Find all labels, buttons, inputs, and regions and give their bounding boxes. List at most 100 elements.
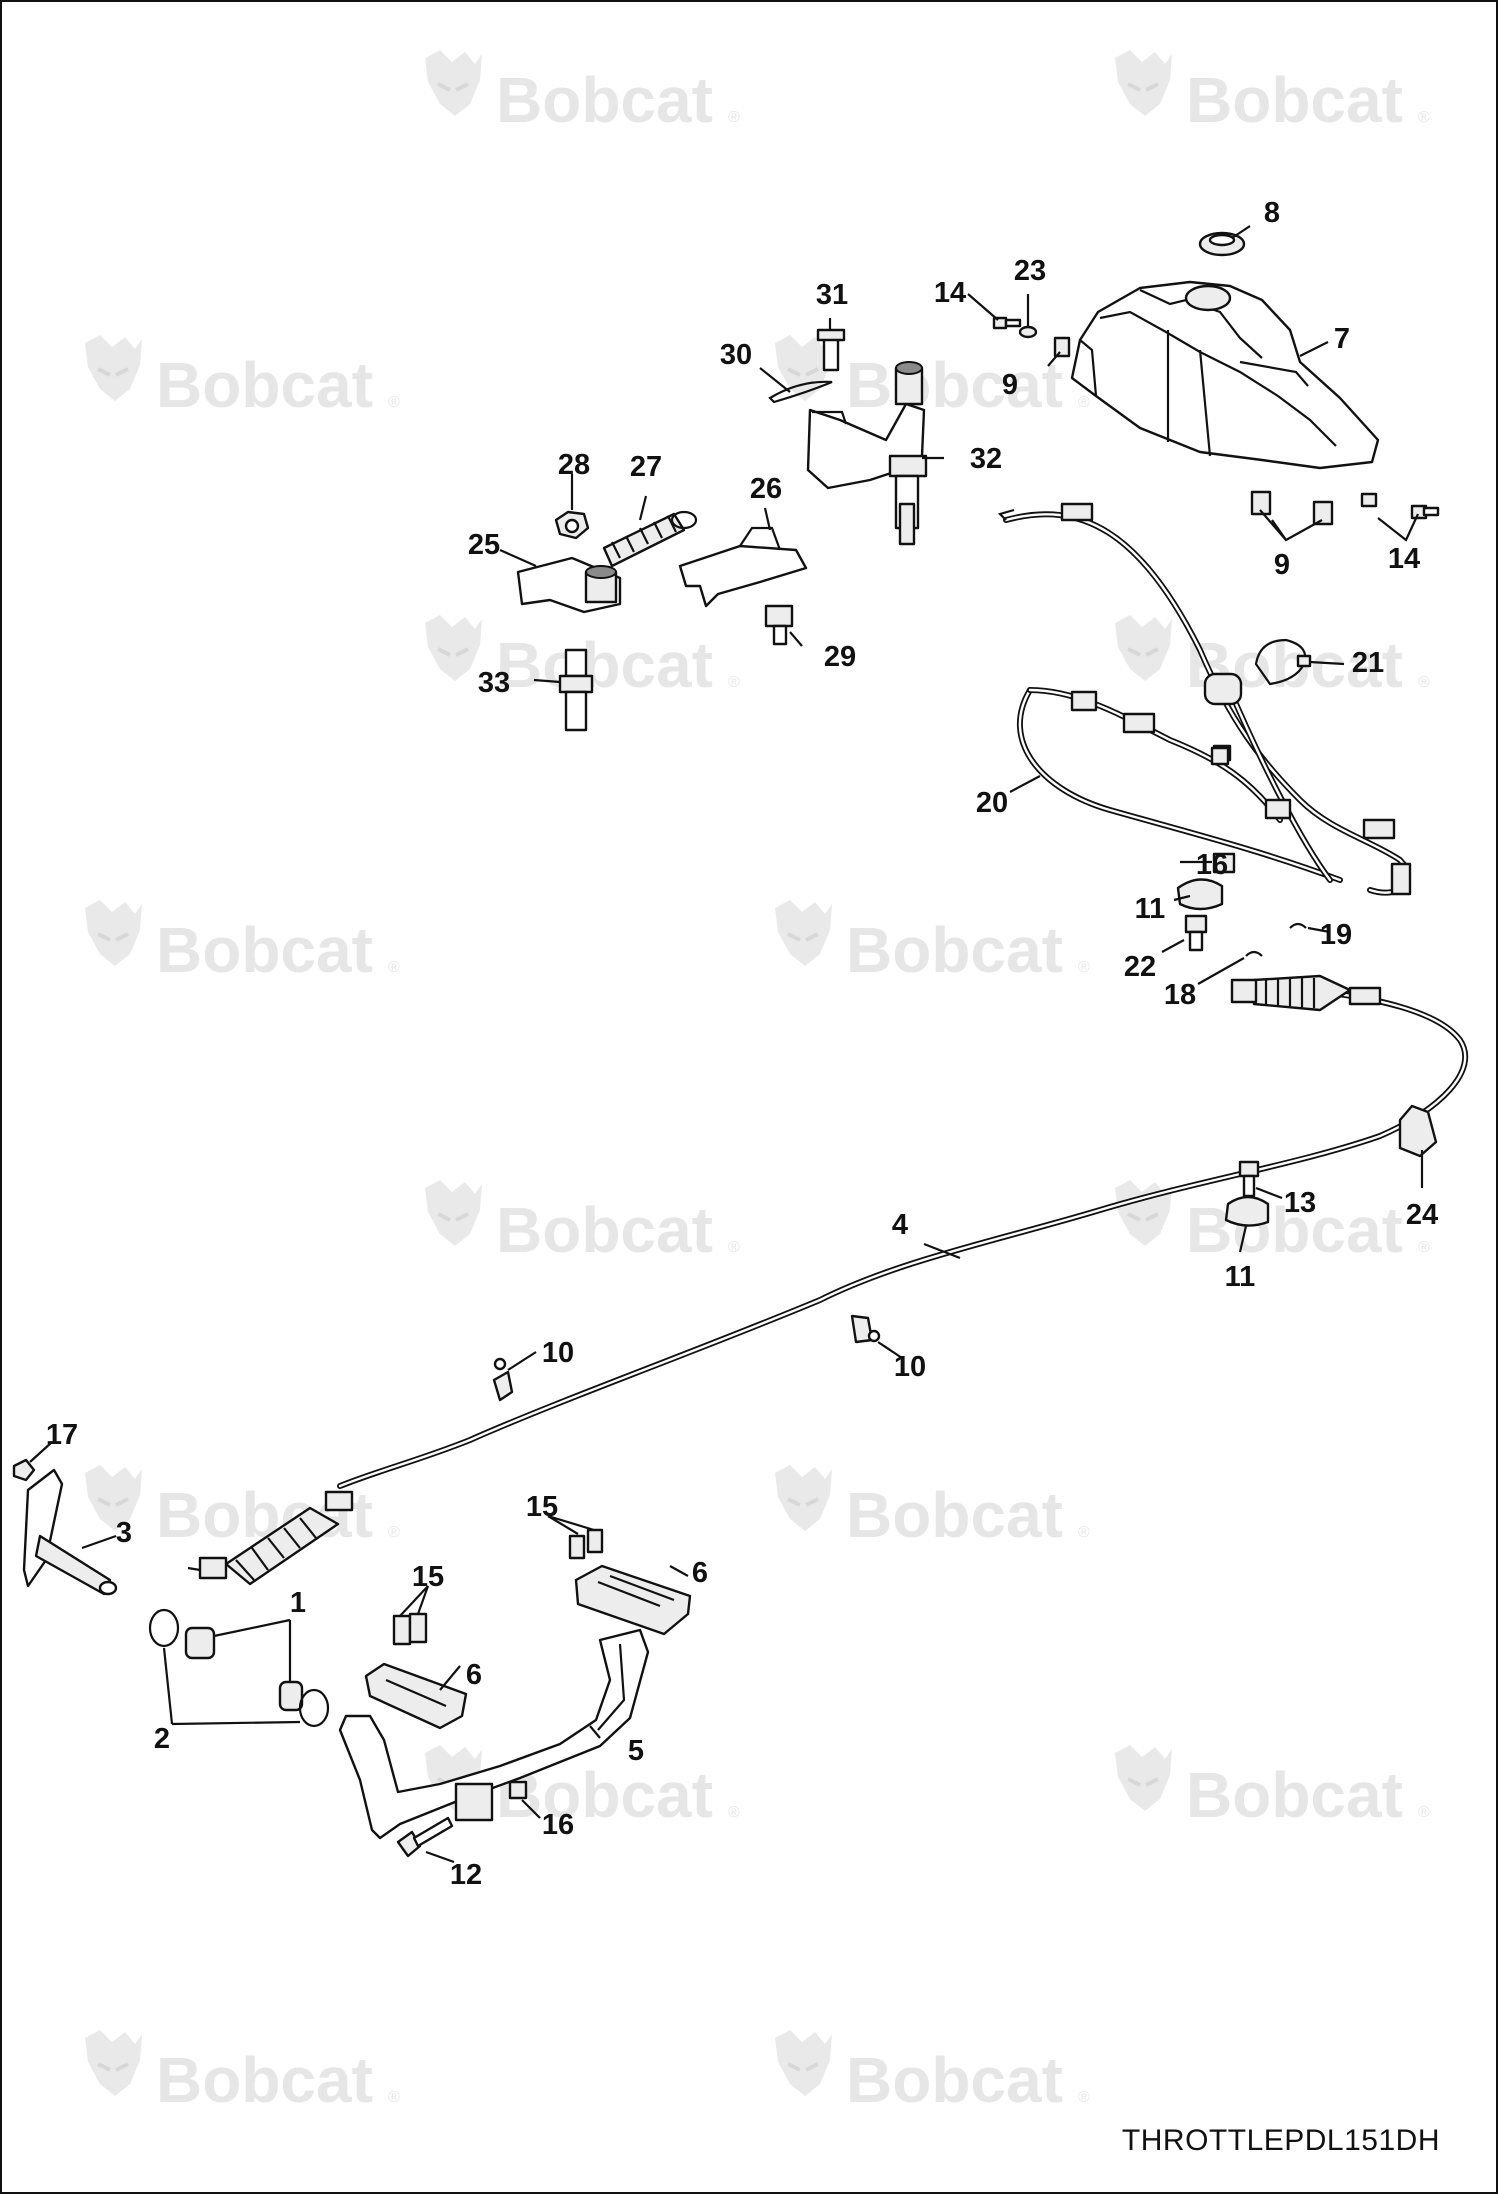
callout-number: 31 — [816, 279, 848, 311]
callout-number: 6 — [692, 1557, 708, 1589]
watermark-registered-mark: ® — [388, 1524, 400, 1541]
watermark-registered-mark: ® — [1418, 1239, 1430, 1256]
o-ring-part-18 — [1245, 950, 1263, 957]
drawing-reference-code: THROTTLEPDL151DH — [1121, 2124, 1440, 2157]
watermark-registered-mark: ® — [728, 674, 740, 691]
callout-number: 14 — [1388, 543, 1420, 575]
spring-part-27 — [602, 510, 698, 568]
callout-number: 18 — [1164, 979, 1196, 1011]
callout-number: 9 — [1274, 549, 1290, 581]
watermark-brand: Bobcat — [156, 914, 373, 986]
callout-number: 12 — [450, 1859, 482, 1891]
bushing-part-1-left — [184, 1626, 216, 1660]
nut-part-28 — [554, 510, 590, 540]
callout-number: 27 — [630, 451, 662, 483]
watermark-tile: Bobcat® — [83, 898, 400, 986]
watermark-registered-mark: ® — [388, 394, 400, 411]
nut-part-17 — [12, 1458, 36, 1482]
callout-number: 22 — [1124, 951, 1156, 983]
callout-number: 16 — [542, 1809, 574, 1841]
callout-number: 8 — [1264, 197, 1280, 229]
bolt-part-14-upper — [992, 316, 1022, 330]
washer-part-23 — [1018, 325, 1038, 339]
watermark-registered-mark: ® — [1418, 1804, 1430, 1821]
cover-part-7 — [1070, 280, 1380, 470]
callout-number: 15 — [526, 1491, 558, 1523]
callout-number: 28 — [558, 449, 590, 481]
watermark-brand: Bobcat — [1186, 64, 1403, 136]
stud-part-33 — [558, 648, 594, 732]
watermark-brand: Bobcat — [156, 2044, 373, 2116]
watermark-brand: Bobcat — [1186, 1194, 1403, 1266]
clamp-part-11-upper — [1176, 878, 1224, 911]
callout-number: 11 — [1225, 1261, 1256, 1293]
callout-number: 20 — [976, 787, 1008, 819]
callout-number: 6 — [466, 1659, 482, 1691]
callout-number: 10 — [894, 1351, 926, 1383]
watermark-layer: Bobcat ® Bobcat ® Bobcat ® Bobcat ® Bobcat ® Bobca… — [83, 48, 1430, 2116]
callout-number: 33 — [478, 667, 510, 699]
o-ring-part-2-right — [298, 1688, 330, 1728]
watermark-tile: Bobcat ® — [1113, 1743, 1430, 1831]
callout-number: 14 — [934, 277, 966, 309]
callout-number: 24 — [1406, 1199, 1438, 1231]
plug-part-15-lower — [392, 1612, 428, 1646]
watermark-registered-mark: ® — [1078, 1524, 1090, 1541]
watermark-tile: Bobcat ® — [1113, 48, 1430, 136]
watermark-brand: Bobcat — [1186, 1759, 1403, 1831]
callout-number: 2 — [154, 1723, 170, 1755]
callout-number: 29 — [824, 641, 856, 673]
watermark-brand: Bobcat — [496, 64, 713, 136]
watermark-brand: Bobcat — [156, 349, 373, 421]
bracket-part-26 — [678, 526, 808, 608]
watermark-tile: Bobcat ® — [1113, 1178, 1430, 1266]
plug-part-15-upper — [568, 1528, 604, 1560]
callout-number: 13 — [1284, 1187, 1316, 1219]
callout-number: 19 — [1320, 919, 1352, 951]
throttle-cable-part-4 — [187, 974, 1469, 1586]
watermark-tile: Bobcat ® — [423, 48, 740, 136]
watermark-brand: Bobcat — [846, 2044, 1063, 2116]
lever-part-3 — [22, 1468, 118, 1596]
watermark-brand: Bobcat — [496, 629, 713, 701]
watermark-tile: Bobcat ® — [773, 1463, 1090, 1551]
watermark-brand: Bobcat — [846, 1479, 1063, 1551]
nut-part-16-upper — [1212, 852, 1236, 874]
pedal-pad-part-6-upper — [574, 1564, 692, 1636]
callout-number: 21 — [1352, 647, 1384, 679]
watermark-registered-mark: ® — [1418, 109, 1430, 126]
callout-number: 30 — [720, 339, 752, 371]
callout-number: 17 — [46, 1419, 78, 1451]
watermark-registered-mark: ® — [1418, 674, 1430, 691]
watermark-tile: Bobcat ® — [773, 2028, 1090, 2116]
cable-tie-part-21 — [1254, 638, 1312, 686]
bracket-part-25 — [516, 556, 622, 614]
clip-part-10-left — [492, 1357, 514, 1402]
callout-number: 9 — [1002, 369, 1018, 401]
callout-number: 23 — [1014, 255, 1046, 287]
watermark-brand: Bobcat — [846, 914, 1063, 986]
watermark-registered-mark: ® — [1078, 2089, 1090, 2106]
watermark-tile: Bobcat ® — [423, 1178, 740, 1266]
pedal-arm-part-32 — [806, 361, 928, 546]
leader-lines — [29, 225, 1424, 1864]
pedal-frame-part-5 — [338, 1628, 650, 1840]
watermark-registered-mark: ® — [388, 2089, 400, 2106]
throttle-cable-upper-part-20 — [997, 502, 1412, 896]
watermark-registered-mark: ® — [728, 1239, 740, 1256]
watermark-registered-mark: ® — [728, 1804, 740, 1821]
bracket-part-24 — [1398, 1104, 1438, 1158]
pedal-pad-part-6-lower — [364, 1662, 468, 1730]
bushing-part-1-right — [278, 1680, 304, 1712]
callout-number: 11 — [1135, 893, 1166, 925]
watermark-brand: Bobcat — [496, 1194, 713, 1266]
callout-number: 7 — [1334, 323, 1350, 355]
callout-number: 25 — [468, 529, 500, 561]
watermark-registered-mark: ® — [728, 109, 740, 126]
callout-number: 4 — [892, 1209, 908, 1241]
callout-number: 5 — [628, 1735, 644, 1767]
watermark-brand: Bobcat — [846, 349, 1063, 421]
callout-number: 1 — [290, 1587, 306, 1619]
callout-number: 16 — [1196, 849, 1228, 881]
